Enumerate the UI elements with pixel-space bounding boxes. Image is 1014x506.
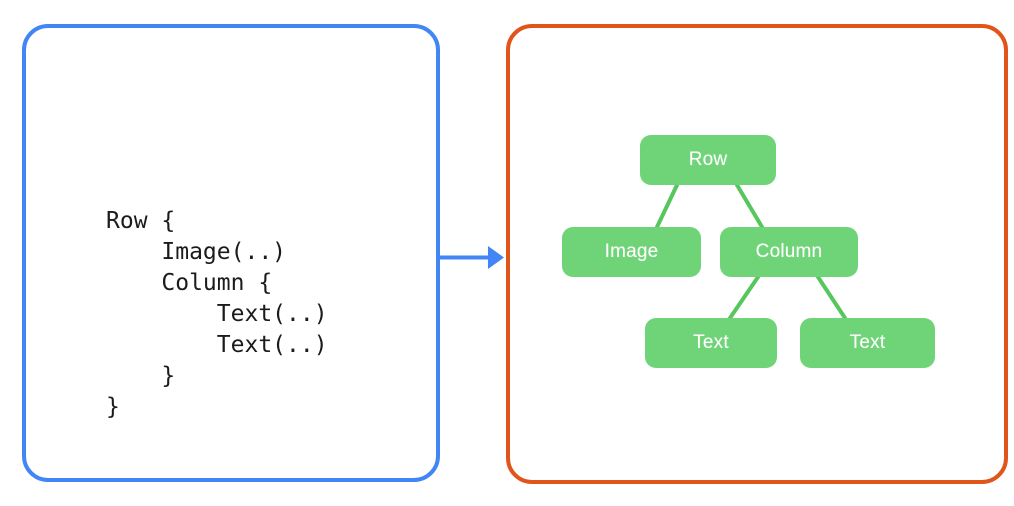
tree-edge-row-image bbox=[655, 183, 679, 229]
tree-node-row[interactable]: Row bbox=[640, 135, 776, 185]
tree-node-label: Image bbox=[604, 241, 659, 262]
tree-node-text2[interactable]: Text bbox=[800, 318, 935, 368]
tree-edge-row-column bbox=[735, 183, 764, 229]
tree-node-label: Text bbox=[849, 332, 886, 353]
tree-node-label: Row bbox=[688, 149, 728, 170]
arrow-head-icon bbox=[488, 246, 504, 269]
code-snippet: Row { Image(..) Column { Text(..) Text(.… bbox=[106, 208, 328, 420]
tree-edge-column-text2 bbox=[816, 275, 847, 320]
tree-edge-column-text1 bbox=[728, 275, 760, 320]
tree-edges bbox=[655, 183, 847, 320]
transform-arrow bbox=[436, 246, 504, 269]
code-panel: Row { Image(..) Column { Text(..) Text(.… bbox=[22, 24, 440, 482]
tree-node-label: Text bbox=[693, 332, 729, 353]
tree-node-column[interactable]: Column bbox=[720, 227, 858, 277]
tree-node-label: Column bbox=[755, 241, 823, 262]
tree-node-image[interactable]: Image bbox=[562, 227, 701, 277]
tree-node-text1[interactable]: Text bbox=[645, 318, 777, 368]
